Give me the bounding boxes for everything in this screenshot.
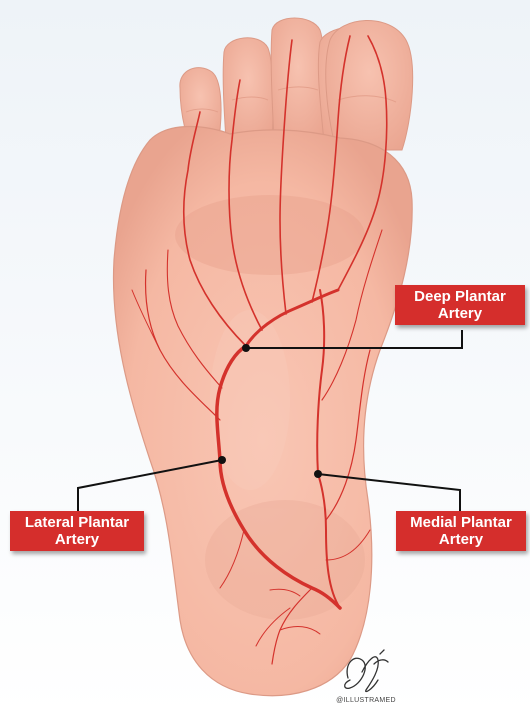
third-toe (271, 18, 325, 140)
medial-plantar-label-line1: Medial Plantar (402, 514, 520, 531)
credit-text: @ILLUSTRAMED (321, 697, 411, 704)
lateral-plantar-artery-label: Lateral Plantar Artery (10, 511, 144, 551)
lateral-plantar-label-line1: Lateral Plantar (16, 514, 138, 531)
fourth-toe (223, 38, 273, 140)
medial-plantar-label-line2: Artery (402, 531, 520, 548)
deep-plantar-point (242, 344, 250, 352)
big-toe (326, 20, 413, 150)
deep-plantar-label-line2: Artery (401, 305, 519, 322)
lateral-plantar-point (218, 456, 226, 464)
deep-plantar-label-line1: Deep Plantar (401, 288, 519, 305)
medial-plantar-point (314, 470, 322, 478)
medial-plantar-artery-label: Medial Plantar Artery (396, 511, 526, 551)
lateral-plantar-label-line2: Artery (16, 531, 138, 548)
deep-plantar-artery-label: Deep Plantar Artery (395, 285, 525, 325)
